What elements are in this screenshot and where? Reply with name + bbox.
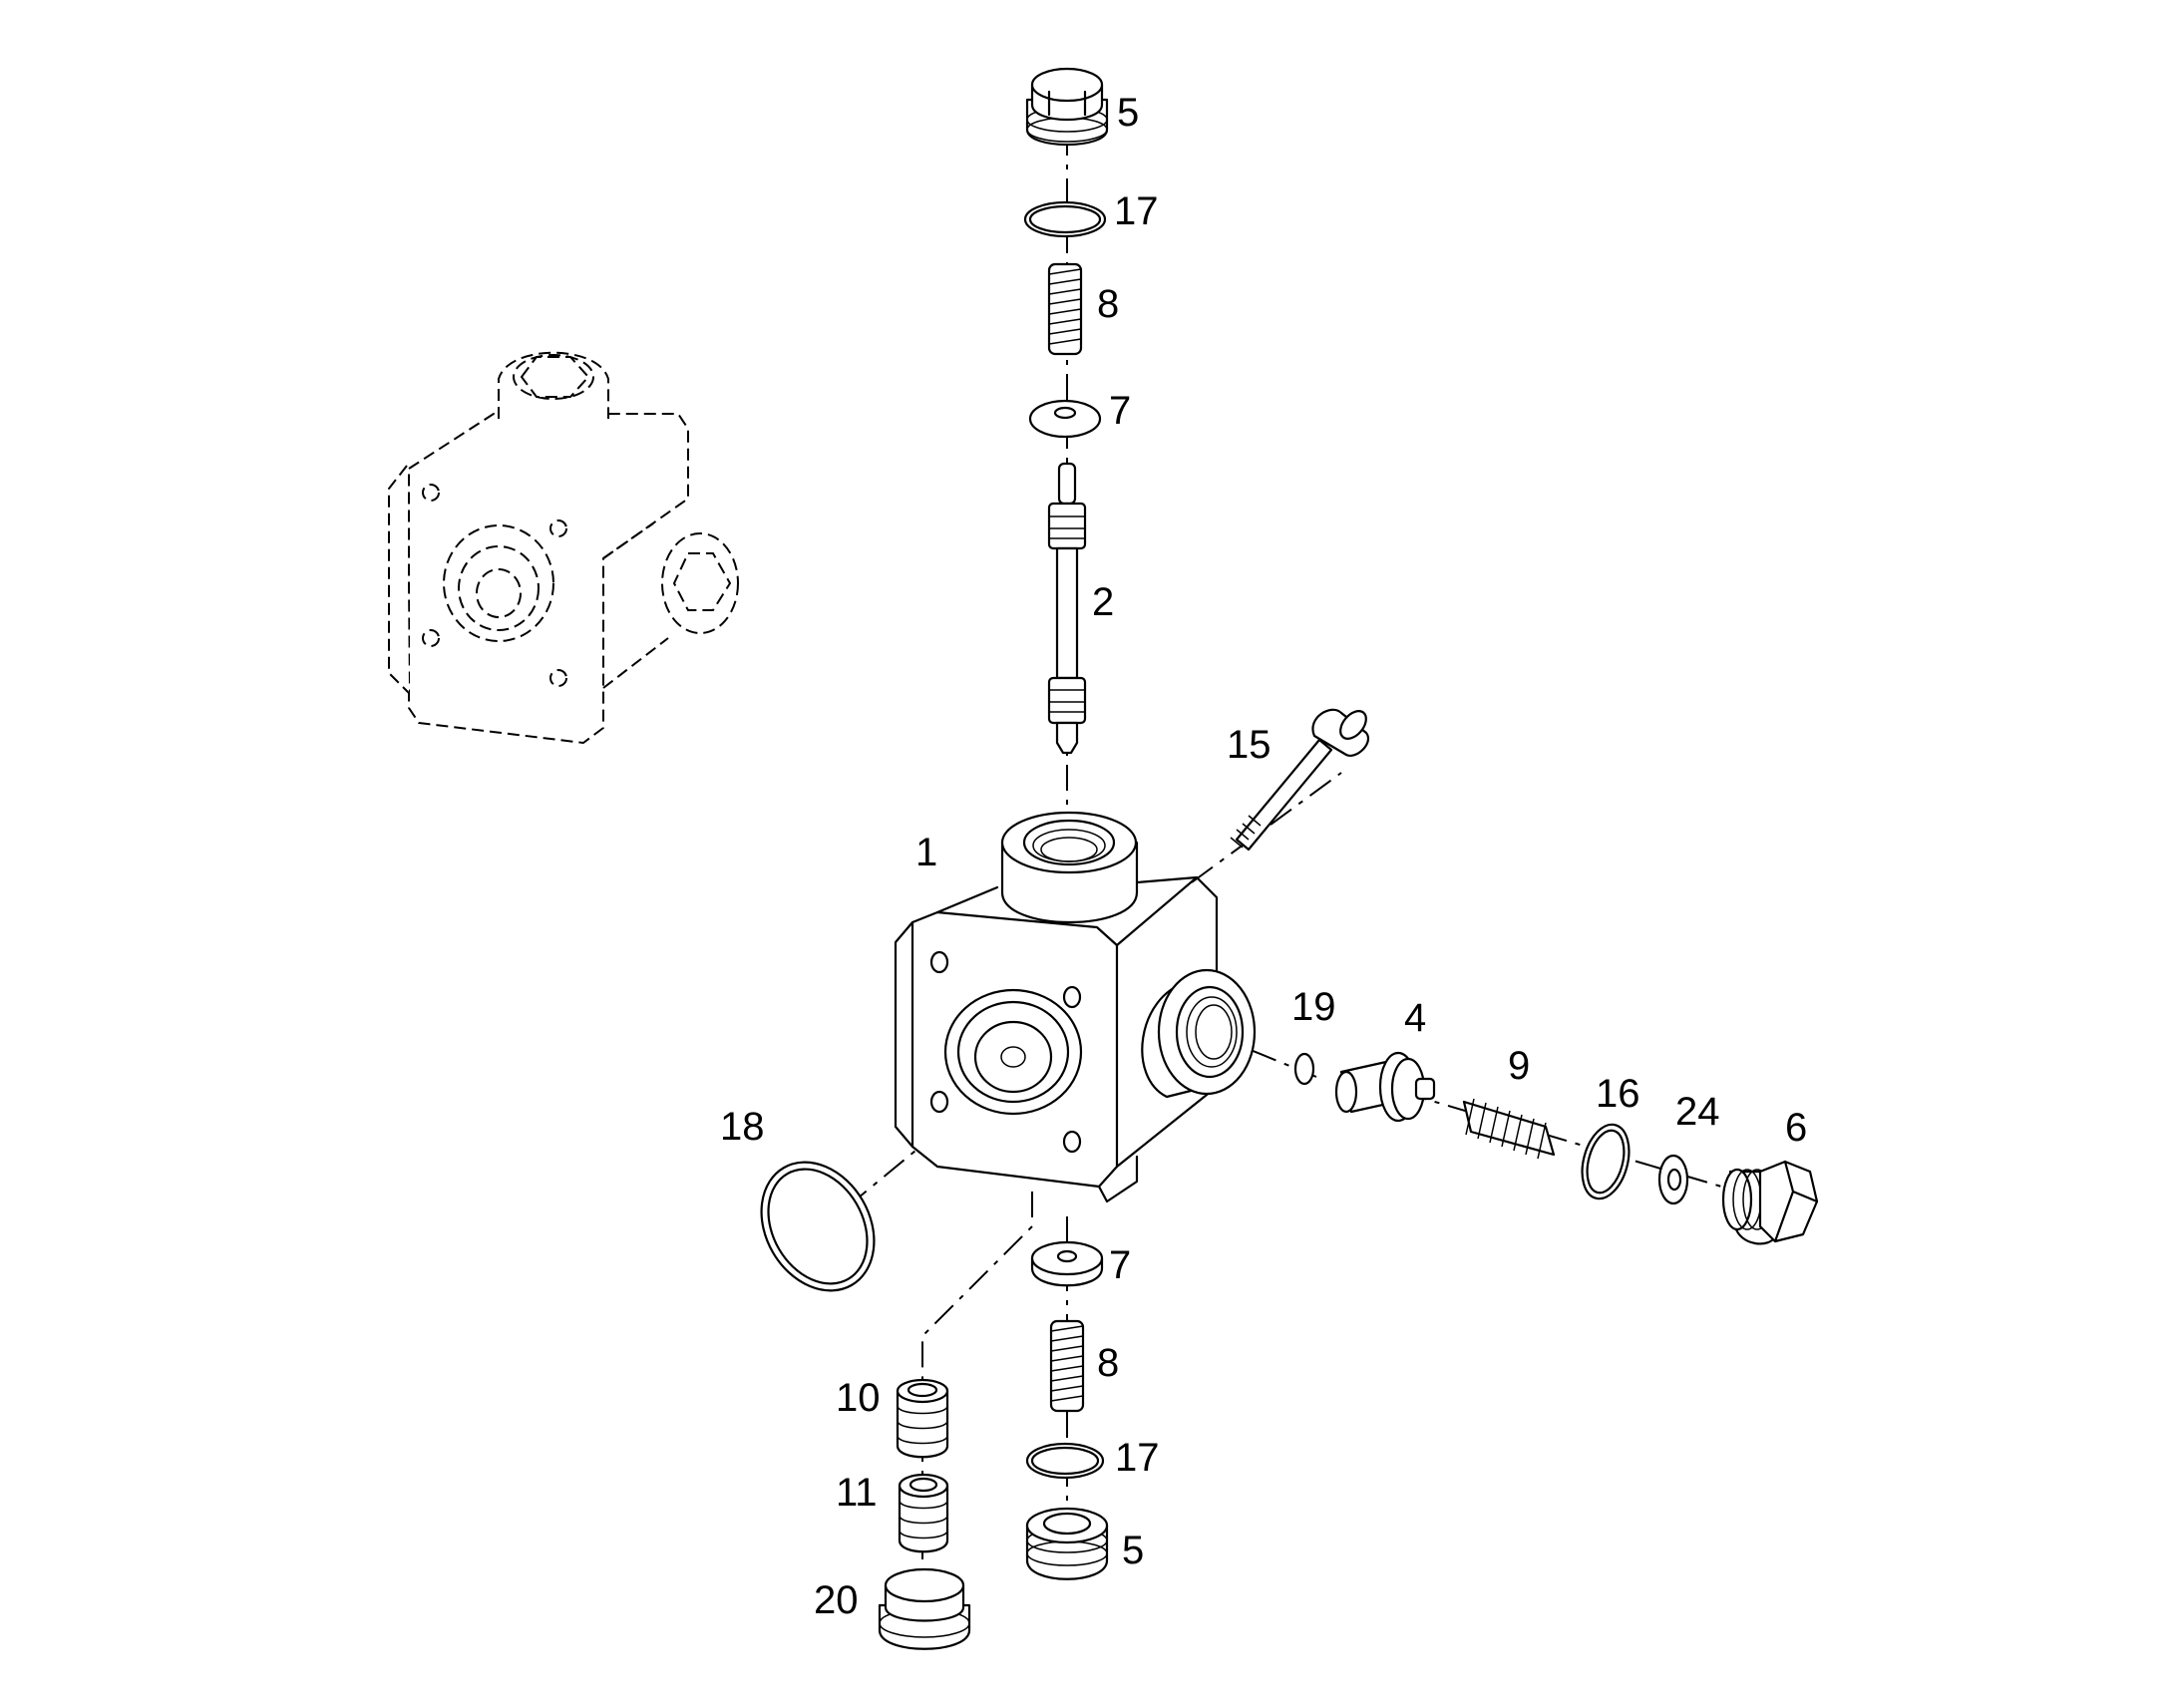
callout-2: 2 [1092, 580, 1114, 624]
callout-5-top: 5 [1117, 91, 1139, 135]
callout-7-bottom: 7 [1109, 1243, 1131, 1287]
part-9-side-spring [1462, 1098, 1556, 1160]
part-20-cap [878, 1567, 971, 1650]
callout-5-bottom: 5 [1122, 1529, 1144, 1572]
callout-8-bottom: 8 [1097, 1341, 1119, 1385]
callout-17-bottom: 17 [1115, 1436, 1160, 1480]
part-10-insert [896, 1378, 949, 1459]
part-2-spool [1047, 462, 1087, 755]
callout-8-top: 8 [1097, 282, 1119, 326]
callout-24: 24 [1675, 1090, 1720, 1134]
callout-7-top: 7 [1109, 389, 1131, 433]
part-5-bottom-plug [1025, 1507, 1109, 1580]
part-11-insert [898, 1473, 949, 1553]
callout-18: 18 [720, 1105, 765, 1149]
callout-4: 4 [1404, 996, 1426, 1040]
callout-6: 6 [1785, 1106, 1807, 1150]
callout-9: 9 [1508, 1044, 1530, 1088]
part-19-small-oring [1293, 1052, 1315, 1086]
callout-labels: 5 17 8 7 2 15 1 19 4 9 16 24 6 18 7 8 17… [720, 91, 1807, 1622]
reference-assembly-ghost [388, 351, 739, 744]
part-8-top-spring [1047, 262, 1083, 356]
callout-20: 20 [814, 1578, 859, 1622]
assembly-axis-lines [847, 130, 1756, 1595]
part-5-top-plug [1025, 67, 1109, 146]
callout-10: 10 [836, 1376, 881, 1420]
part-15-bolt [1230, 708, 1369, 852]
part-7-bottom-washer [1030, 1240, 1104, 1287]
callout-1: 1 [915, 831, 937, 874]
part-1-valve-body [894, 811, 1257, 1203]
callout-19: 19 [1291, 985, 1336, 1029]
part-6-side-plug [1721, 1160, 1819, 1245]
part-24-side-washer [1657, 1154, 1689, 1205]
part-7-top-washer [1028, 399, 1102, 439]
part-16-side-oring [1581, 1123, 1631, 1200]
part-17-top-oring [1023, 200, 1107, 238]
part-8-bottom-spring [1049, 1319, 1085, 1413]
callout-11: 11 [836, 1471, 878, 1515]
part-18-large-oring [760, 1161, 876, 1292]
callout-17-top: 17 [1114, 189, 1159, 233]
callout-16: 16 [1596, 1072, 1640, 1116]
part-17-bottom-oring [1025, 1442, 1105, 1480]
part-4-valve-poppet [1334, 1051, 1436, 1123]
callout-15: 15 [1227, 723, 1272, 767]
